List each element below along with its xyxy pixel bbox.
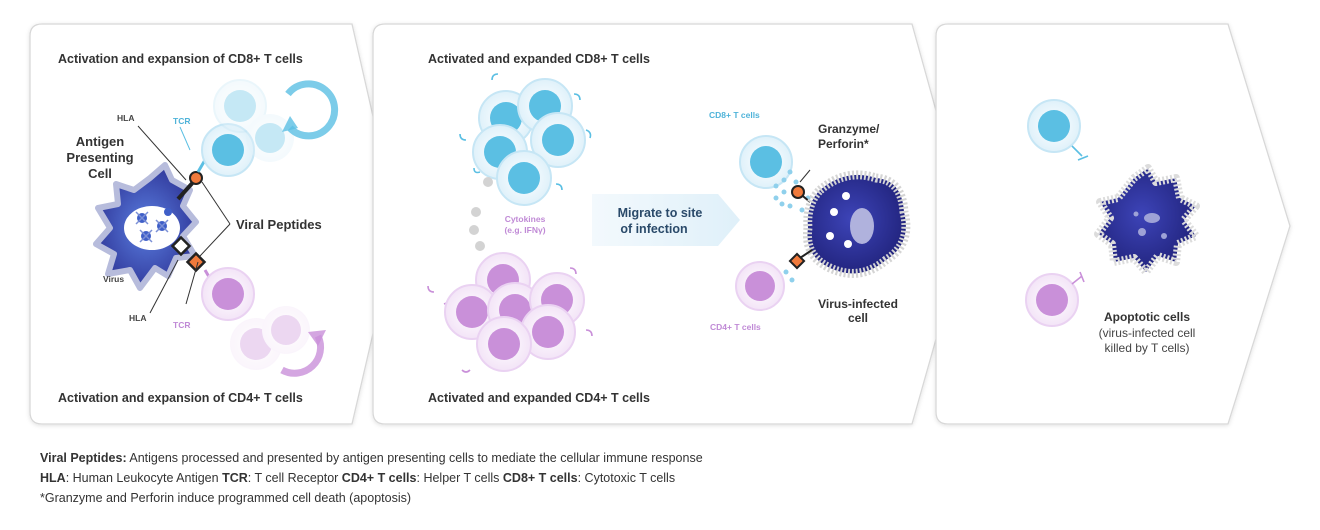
migrate-arrow-icon bbox=[592, 194, 740, 246]
legend-cd4-term: CD4+ T cells bbox=[341, 471, 417, 485]
expansion-arrow-cd8-icon bbox=[285, 80, 339, 140]
cd8-cell-cluster bbox=[459, 73, 592, 206]
hla-top-molecule bbox=[189, 171, 203, 185]
infected-label-line1: Virus-infected bbox=[818, 297, 898, 311]
legend-footnote: *Granzyme and Perforin induce programmed… bbox=[40, 491, 412, 505]
hla-top-label: HLA bbox=[117, 113, 135, 123]
panel1-title-top: Activation and expansion of CD8+ T cells bbox=[58, 52, 303, 66]
hla-infected-top bbox=[791, 185, 805, 199]
legend-hla-term: HLA bbox=[40, 471, 66, 485]
infected-label-line2: cell bbox=[847, 311, 868, 325]
virus-particles-icon bbox=[826, 192, 852, 248]
cytokines-label-line2: (e.g. IFNγ) bbox=[504, 225, 546, 235]
legend-tcr-term: TCR bbox=[222, 471, 248, 485]
migrate-label-line1: Migrate to site bbox=[617, 206, 703, 220]
apc-label: Antigen Presenting Cell bbox=[66, 134, 134, 181]
cytokine-dots bbox=[469, 177, 493, 251]
apoptotic-title: Apoptotic cells bbox=[1103, 310, 1190, 324]
migrate-label-line2: of infection bbox=[620, 222, 688, 236]
legend-hla-text: : Human Leukocyte Antigen bbox=[65, 471, 223, 485]
legend-tcr-text: : T cell Receptor bbox=[247, 471, 342, 485]
legend-cd8-text: : Cytotoxic T cells bbox=[577, 471, 676, 485]
panel1-title-bottom: Activation and expansion of CD4+ T cells bbox=[58, 391, 303, 405]
expansion-arrow-cd4-icon bbox=[280, 334, 325, 377]
granzyme-label-line2: Perforin* bbox=[818, 137, 869, 151]
tcr-top-label: TCR bbox=[173, 116, 191, 126]
panel2-title-bottom: Activated and expanded CD4+ T cells bbox=[428, 391, 650, 405]
panel-1-chevron bbox=[29, 23, 399, 425]
cytokines-label-line1: Cytokines bbox=[504, 214, 546, 224]
cd8-cells-label: CD8+ T cells bbox=[709, 110, 760, 120]
legend-cd4-text: : Helper T cells bbox=[416, 471, 503, 485]
diagram-stage: Activation and expansion of CD8+ T cells… bbox=[29, 23, 1291, 425]
legend-viral-text: Antigens processed and presented by anti… bbox=[126, 451, 703, 465]
tcr-bottom-label: TCR bbox=[173, 320, 191, 330]
legend: Viral Peptides: Antigens processed and p… bbox=[40, 448, 703, 508]
diagram-svg bbox=[29, 23, 1291, 425]
cd4-cell-cluster bbox=[427, 252, 593, 373]
viral-peptides-label: Viral Peptides bbox=[236, 217, 322, 232]
panel2-title-top: Activated and expanded CD8+ T cells bbox=[428, 52, 650, 66]
hla-bottom-label: HLA bbox=[129, 313, 147, 323]
legend-line-1: Viral Peptides: Antigens processed and p… bbox=[40, 448, 703, 468]
apoptotic-sub2: killed by T cells) bbox=[1104, 341, 1190, 355]
legend-cd8-term: CD8+ T cells bbox=[502, 471, 578, 485]
legend-line-2: HLA: Human Leukocyte Antigen TCR: T cell… bbox=[40, 468, 703, 488]
legend-viral-term: Viral Peptides: bbox=[40, 451, 127, 465]
granzyme-label-line1: Granzyme/ bbox=[818, 122, 880, 136]
apoptotic-sub1: (virus-infected cell bbox=[1098, 326, 1196, 340]
virus-label: Virus bbox=[103, 274, 125, 284]
cd4-cells-label: CD4+ T cells bbox=[710, 322, 761, 332]
hla-bottom-molecule bbox=[170, 235, 192, 257]
